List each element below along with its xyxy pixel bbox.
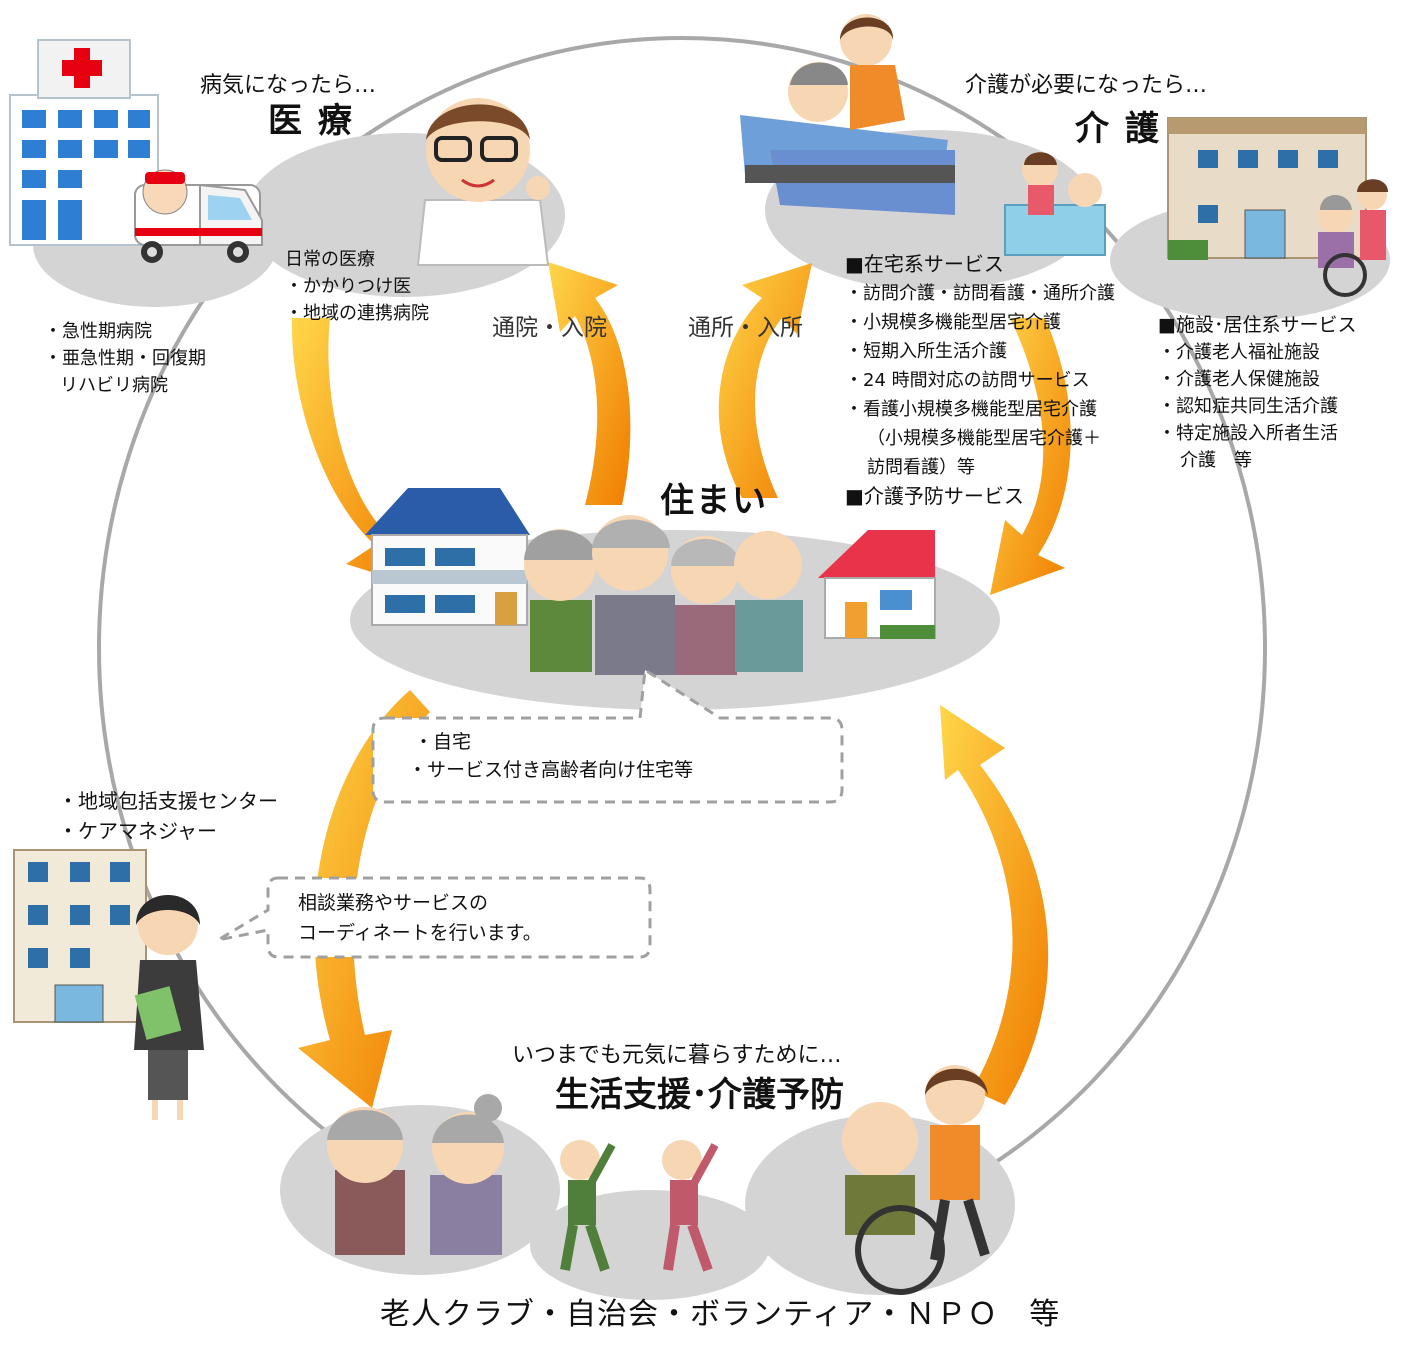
care-title: 介 護 bbox=[1075, 109, 1161, 149]
exercising-seniors-icon bbox=[560, 1140, 719, 1272]
hospital-item: ・亜急性期・回復期 bbox=[44, 348, 206, 369]
prevention-services-heading: ■介護予防サービス bbox=[845, 484, 1024, 508]
hospital-item: リハビリ病院 bbox=[60, 375, 168, 396]
support-speech-line: コーディネートを行います。 bbox=[298, 922, 542, 944]
elderly-group-icon bbox=[524, 515, 803, 675]
home-service-item: ・小規模多機能型居宅介護 bbox=[845, 312, 1061, 333]
life-support-heading: いつまでも元気に暮らすために… bbox=[512, 1043, 842, 1068]
life-support-title: 生活支援･介護予防 bbox=[555, 1075, 844, 1115]
home-service-item: ・24 時間対応の訪問サービス bbox=[845, 370, 1090, 391]
arrow-home-to-medical bbox=[548, 262, 631, 505]
housing-title: 住まい bbox=[660, 481, 768, 521]
bed-care-icon bbox=[740, 14, 955, 215]
medical-title: 医 療 bbox=[268, 101, 354, 141]
home-services-list: ■在宅系サービス ・訪問介護・訪問看護・通所介護 ・小規模多機能型居宅介護 ・短… bbox=[845, 250, 1115, 511]
doctor-icon bbox=[416, 98, 550, 266]
care-manager-icon bbox=[134, 895, 204, 1120]
home-service-item: （小規模多機能型居宅介護＋ bbox=[867, 428, 1101, 449]
housing-speech-bubble bbox=[371, 667, 844, 804]
housing-item: ・サービス付き高齢者向け住宅等 bbox=[408, 759, 694, 781]
arrow-care-to-home bbox=[990, 318, 1071, 595]
facility-services-list: ■施設･居住系サービス ・介護老人福祉施設 ・介護老人保健施設 ・認知症共同生活… bbox=[1158, 312, 1356, 474]
home-service-item: 訪問看護）等 bbox=[867, 457, 975, 478]
medical-daily-item: ・地域の連携病院 bbox=[285, 303, 429, 324]
support-center-building-icon bbox=[13, 849, 147, 1023]
home-services-heading: ■在宅系サービス bbox=[845, 252, 1004, 276]
support-center-item: ・地域包括支援センター bbox=[58, 789, 278, 813]
flow-label-to-care: 通所・入所 bbox=[688, 315, 803, 341]
hospital-building-icon bbox=[9, 39, 159, 246]
chatting-seniors-icon bbox=[327, 1094, 504, 1255]
support-center-item: ・ケアマネジャー bbox=[58, 819, 217, 843]
home-service-item: ・訪問介護・訪問看護・通所介護 bbox=[845, 283, 1115, 304]
home-service-item: ・短期入所生活介護 bbox=[845, 341, 1007, 362]
hospital-list: ・急性期病院 ・亜急性期・回復期 リハビリ病院 bbox=[44, 318, 206, 399]
ambulance-icon bbox=[134, 169, 263, 263]
facility-service-item: ・特定施設入所者生活 bbox=[1158, 423, 1338, 444]
arrow-life-to-home bbox=[940, 705, 1049, 1105]
facility-service-item: ・介護老人保健施設 bbox=[1158, 369, 1320, 390]
solar-house-icon bbox=[365, 488, 530, 626]
support-center-list: ・地域包括支援センター ・ケアマネジャー bbox=[58, 786, 278, 846]
support-speech-bubble bbox=[217, 876, 652, 959]
arrow-medical-to-home bbox=[291, 318, 420, 587]
medical-daily-item: ・かかりつけ医 bbox=[285, 276, 412, 297]
support-speech-line: 相談業務やサービスの bbox=[298, 892, 489, 914]
medical-daily-label: 日常の医療 bbox=[285, 249, 375, 270]
medical-heading: 病気になったら… bbox=[200, 73, 377, 98]
facility-service-item: 介護 等 bbox=[1180, 450, 1252, 471]
hospital-item: ・急性期病院 bbox=[44, 321, 152, 342]
medical-daily-list: 日常の医療 ・かかりつけ医 ・地域の連携病院 bbox=[285, 246, 429, 327]
housing-list: ・自宅 ・サービス付き高齢者向け住宅等 bbox=[408, 728, 693, 784]
arrow-home-to-care bbox=[718, 263, 812, 498]
flow-label-to-medical: 通院・入院 bbox=[492, 315, 607, 341]
care-heading: 介護が必要になったら… bbox=[965, 73, 1208, 98]
red-roof-house-icon bbox=[818, 530, 936, 639]
community-groups-label: 老人クラブ・自治会・ボランティア・ＮＰＯ 等 bbox=[380, 1297, 1061, 1332]
facility-services-heading: ■施設･居住系サービス bbox=[1158, 314, 1357, 336]
wheelchair-helper-icon bbox=[1317, 179, 1388, 297]
wheelchair-care-icon bbox=[842, 1065, 990, 1295]
facility-service-item: ・介護老人福祉施設 bbox=[1158, 342, 1320, 363]
home-service-item: ・看護小規模多機能型居宅介護 bbox=[845, 399, 1097, 420]
life-base-left bbox=[280, 1105, 560, 1275]
arrow-home-to-life bbox=[298, 690, 430, 1108]
support-speech-text: 相談業務やサービスの コーディネートを行います。 bbox=[298, 888, 542, 948]
bathing-care-icon bbox=[1004, 152, 1106, 256]
housing-item: ・自宅 bbox=[414, 731, 472, 753]
facility-service-item: ・認知症共同生活介護 bbox=[1158, 396, 1338, 417]
